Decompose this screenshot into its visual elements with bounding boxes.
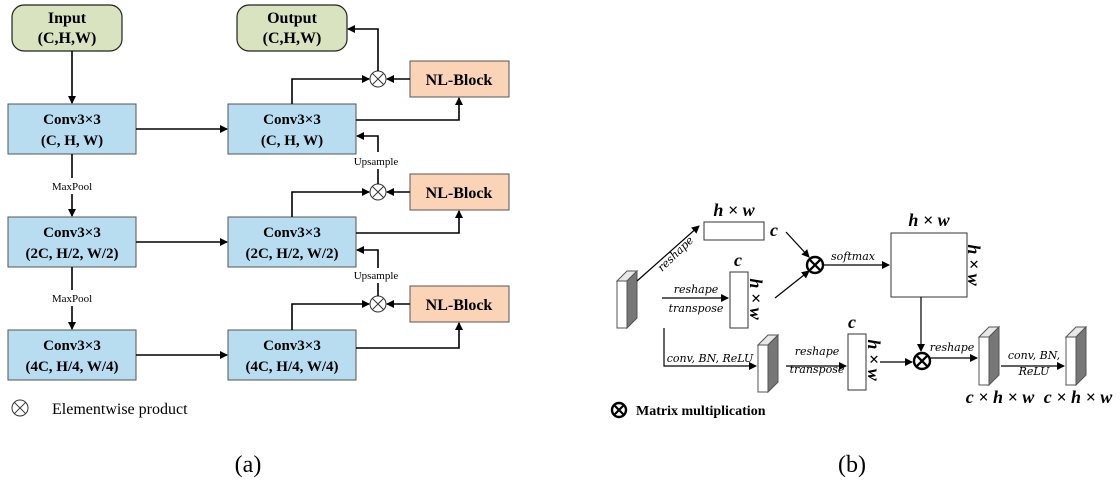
transpose-label: transpose: [669, 302, 724, 315]
output-shape: (C,H,W): [263, 30, 322, 47]
input-node: Input (C,H,W): [11, 4, 123, 52]
legend-elementwise: Elementwise product: [52, 401, 188, 418]
c-label: c: [848, 312, 856, 332]
matrix-multiplication-icon: [805, 255, 825, 275]
decoder-block-2: Conv3×3 (2C, H/2, W/2): [227, 216, 357, 268]
value-feature-cube: [756, 333, 780, 394]
input-feature-cube: [615, 269, 639, 330]
relu-label: ReLU: [1018, 365, 1050, 378]
conv-label: Conv3×3: [43, 338, 101, 354]
attention-map: [890, 232, 968, 298]
hw-label: h × w: [908, 210, 950, 230]
elementwise-product-icon: [369, 70, 387, 88]
caption-b: (b): [838, 452, 866, 478]
shape-label: (4C, H/4, W/4): [25, 359, 118, 375]
final-output-cube: [1064, 325, 1088, 387]
decoder-block-1: Conv3×3 (C, H, W): [227, 103, 357, 155]
reshape-label: reshape: [795, 345, 840, 358]
shape-label: (C, H, W): [261, 133, 323, 149]
panel-b: h × w c c h × w h × w h × w c h × w: [610, 200, 1114, 478]
upsample-label: Upsample: [354, 270, 399, 282]
c-label: c: [770, 220, 778, 240]
chw-label: c × h × w: [1044, 387, 1114, 407]
encoder-block-1: Conv3×3 (C, H, W): [7, 103, 137, 155]
connectors-a: [68, 25, 463, 359]
elementwise-product-icon: [369, 183, 387, 201]
panel-a: Input (C,H,W) Output (C,H,W) Conv3×3 (C,…: [7, 4, 510, 478]
reshape-label: reshape: [655, 233, 696, 274]
reshape-label: reshape: [930, 341, 975, 354]
output-title: Output: [267, 10, 317, 27]
conv-label: Conv3×3: [43, 225, 101, 241]
c-label: c: [734, 250, 742, 270]
caption-a: (a): [235, 452, 262, 478]
decoder-block-3: Conv3×3 (4C, H/4, W/4): [227, 329, 357, 381]
reshaped-value-matrix: [847, 333, 867, 391]
nl-block-2: NL-Block: [409, 173, 510, 211]
svg-text:NL-Block: NL-Block: [426, 185, 493, 202]
svg-text:NL-Block: NL-Block: [426, 72, 493, 89]
shape-label: (4C, H/4, W/4): [245, 359, 338, 375]
chw-label: c × h × w: [966, 387, 1036, 407]
hw-label-vertical: h × w: [964, 244, 984, 286]
output-node: Output (C,H,W): [236, 4, 348, 52]
nl-block-3: NL-Block: [409, 285, 510, 323]
reshaped-output-cube: [977, 325, 1001, 387]
conv-label: Conv3×3: [43, 112, 101, 128]
shape-label: (2C, H/2, W/2): [245, 246, 338, 262]
elementwise-product-legend-icon: [11, 399, 29, 417]
conv-bn-label: conv, BN,: [1008, 349, 1060, 362]
encoder-block-3: Conv3×3 (4C, H/4, W/4): [7, 329, 137, 381]
hw-label-vertical: h × w: [746, 278, 766, 320]
conv-bn-relu-label: conv, BN, ReLU: [667, 352, 754, 365]
elementwise-product-icon: [369, 295, 387, 313]
input-shape: (C,H,W): [38, 30, 97, 47]
softmax-label: softmax: [831, 250, 876, 263]
shape-label: (C, H, W): [41, 133, 103, 149]
conv-label: Conv3×3: [263, 112, 321, 128]
conv-label: Conv3×3: [263, 338, 321, 354]
encoder-block-2: Conv3×3 (2C, H/2, W/2): [7, 216, 137, 268]
connectors-b: [636, 225, 1065, 370]
reshape-label: reshape: [674, 283, 719, 296]
transpose-label: transpose: [790, 363, 845, 376]
matrix-multiplication-legend-icon: [610, 401, 628, 419]
svg-text:NL-Block: NL-Block: [426, 297, 493, 314]
nl-block-1: NL-Block: [409, 60, 510, 98]
input-title: Input: [48, 10, 87, 27]
shape-label: (2C, H/2, W/2): [25, 246, 118, 262]
matrix-multiplication-icon: [912, 351, 932, 371]
hw-label-vertical: h × w: [864, 339, 884, 381]
legend-matrix-multiplication: Matrix multiplication: [636, 404, 766, 419]
maxpool-label: MaxPool: [52, 181, 92, 193]
reshaped-key-matrix: [729, 271, 749, 329]
conv-label: Conv3×3: [263, 225, 321, 241]
hw-label: h × w: [713, 200, 755, 220]
upsample-label: Upsample: [354, 156, 399, 168]
maxpool-label: MaxPool: [52, 293, 92, 305]
reshaped-query-matrix: [703, 221, 765, 241]
